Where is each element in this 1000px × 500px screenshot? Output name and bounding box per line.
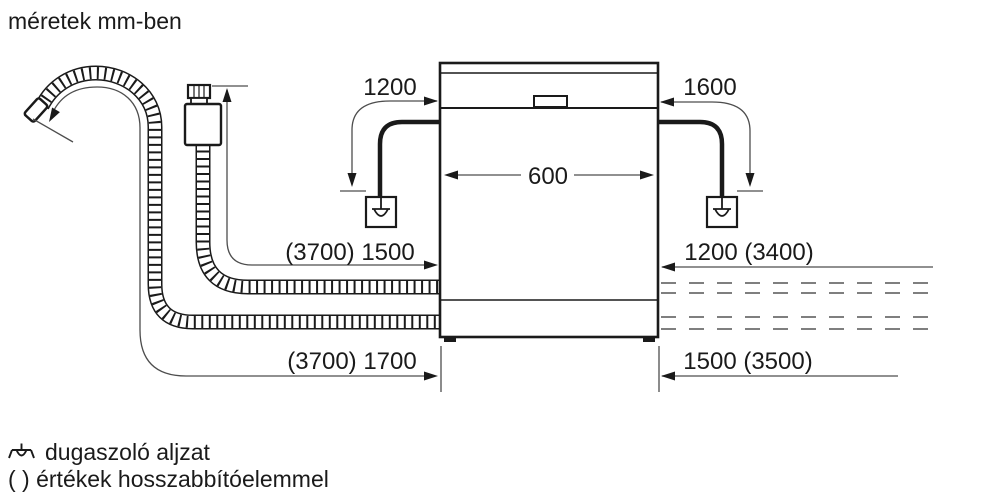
door-handle <box>533 95 568 108</box>
legend-row-note: ( ) értékek hosszabbítóelemmel <box>8 466 608 493</box>
legend-row-socket: dugaszoló aljzat <box>8 439 608 466</box>
aquastop-valve-icon <box>183 83 223 147</box>
socket-icon-right <box>705 195 739 229</box>
drain-hose-end-cap <box>23 97 49 123</box>
legend-note: ( ) értékek hosszabbítóelemmel <box>8 466 329 492</box>
dimension-arrowheads <box>49 88 755 381</box>
dim-label-supply-hose: (3700) 1500 <box>285 239 414 266</box>
socket-icon-left <box>364 195 398 229</box>
dim-label-cable-left: 1200 <box>363 74 416 101</box>
drain-end-datum-line <box>32 118 74 143</box>
dim-line-cable-right <box>661 101 751 184</box>
dim-label-appliance-width: 600 <box>528 163 568 190</box>
left-foot <box>444 337 456 342</box>
dim-line-supply-hose <box>226 90 434 266</box>
legend-socket-label: dugaszoló aljzat <box>45 439 210 465</box>
dim-label-right-bottom: 1500 (3500) <box>683 348 812 375</box>
power-cable-left <box>377 119 440 196</box>
socket-icon <box>8 443 35 458</box>
dishwasher-body <box>438 61 660 342</box>
dim-label-drain-hose: (3700) 1700 <box>287 348 416 375</box>
drain-hose <box>23 73 440 322</box>
legend: dugaszoló aljzat ( ) értékek hosszabbító… <box>8 439 608 493</box>
page-title: méretek mm-ben <box>8 8 182 34</box>
power-cable-right <box>658 119 725 196</box>
dim-line-cable-left <box>351 100 437 184</box>
dimension-lines <box>32 85 933 392</box>
dim-line-drain-hose <box>52 86 434 377</box>
right-foot <box>643 337 655 342</box>
dashed-hose-routing-right <box>661 282 930 330</box>
dim-label-right-mid: 1200 (3400) <box>684 239 813 266</box>
dim-label-cable-right: 1600 <box>683 74 736 101</box>
